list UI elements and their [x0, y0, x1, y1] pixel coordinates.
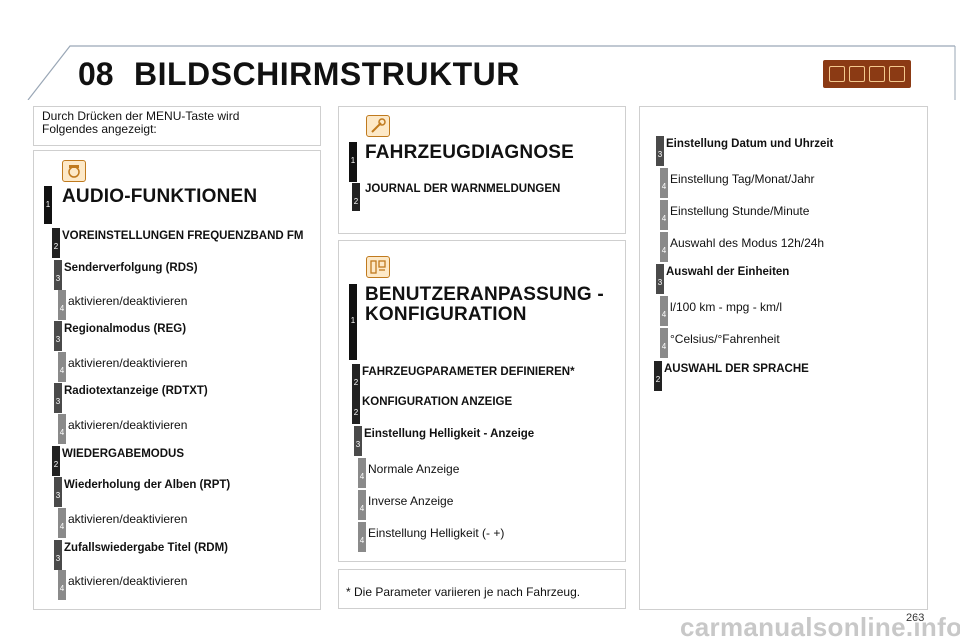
settings-panel — [639, 106, 928, 610]
option-item: °Celsius/°Fahrenheit — [670, 332, 780, 346]
footnote-box — [338, 569, 626, 609]
audio-heading: AUDIO-FUNKTIONEN — [62, 186, 258, 207]
option-item: aktivieren/deaktivieren — [68, 356, 188, 370]
diagnosis-heading: FAHRZEUGDIAGNOSE — [365, 142, 575, 163]
level-marker: 3 — [54, 260, 62, 290]
level-marker: 4 — [358, 522, 366, 552]
subsection-item: Senderverfolgung (RDS) — [64, 262, 198, 274]
level-marker: 3 — [54, 321, 62, 351]
subsection-item: Einstellung Helligkeit - Anzeige — [364, 428, 535, 440]
level-marker: 4 — [660, 328, 668, 358]
level-marker: 2 — [52, 446, 60, 476]
option-item: Einstellung Stunde/Minute — [670, 204, 810, 218]
wrench-icon — [869, 66, 885, 82]
level-marker: 3 — [54, 383, 62, 413]
level-marker: 2 — [654, 361, 662, 391]
config-icon — [889, 66, 905, 82]
option-item: Inverse Anzeige — [368, 494, 454, 508]
config-heading-line2: KONFIGURATION — [365, 304, 527, 325]
level-marker: 2 — [352, 364, 360, 394]
page-title: BILDSCHIRMSTRUKTUR — [134, 56, 520, 92]
config-heading-line1: BENUTZERANPASSUNG - — [365, 284, 604, 305]
level-marker: 4 — [58, 352, 66, 382]
config-icon — [366, 256, 390, 278]
warning-log-item: JOURNAL DER WARNMELDUNGEN — [365, 183, 561, 195]
section-item: KONFIGURATION ANZEIGE — [362, 396, 513, 408]
subsection-item: Zufallswiedergabe Titel (RDM) — [64, 542, 229, 554]
level-marker: 4 — [660, 168, 668, 198]
level-marker: 3 — [54, 540, 62, 570]
section-item: WIEDERGABEMODUS — [62, 448, 185, 460]
level-marker: 1 — [44, 186, 52, 224]
option-item: aktivieren/deaktivieren — [68, 294, 188, 308]
section-item: FAHRZEUGPARAMETER DEFINIEREN* — [362, 366, 575, 378]
option-item: Normale Anzeige — [368, 462, 460, 476]
page-number: 263 — [906, 612, 925, 624]
header-bar — [27, 45, 956, 100]
section-item: VOREINSTELLUNGEN FREQUENZBAND FM — [62, 230, 304, 242]
option-item: Einstellung Helligkeit (- +) — [368, 526, 505, 540]
option-item: aktivieren/deaktivieren — [68, 512, 188, 526]
level-marker: 2 — [52, 228, 60, 258]
phone-icon — [849, 66, 865, 82]
level-marker: 1 — [349, 284, 357, 360]
footnote-text: * Die Parameter variieren je nach Fahrze… — [346, 585, 581, 599]
option-item: Auswahl des Modus 12h/24h — [670, 236, 825, 250]
level-marker: 1 — [349, 142, 357, 182]
audio-functions-panel — [33, 150, 321, 610]
level-marker: 4 — [358, 490, 366, 520]
configuration-panel — [338, 240, 626, 562]
level-marker: 4 — [660, 200, 668, 230]
level-marker: 3 — [656, 264, 664, 294]
audio-icon — [829, 66, 845, 82]
option-item: aktivieren/deaktivieren — [68, 418, 188, 432]
level-marker: 4 — [660, 232, 668, 262]
subsection-item: Radiotextanzeige (RDTXT) — [64, 385, 208, 397]
level-marker: 4 — [58, 290, 66, 320]
chapter-number: 08 — [78, 56, 114, 92]
level-marker: 4 — [358, 458, 366, 488]
wrench-icon — [366, 115, 390, 137]
subsection-item: Einstellung Datum und Uhrzeit — [666, 138, 834, 150]
option-item: l/100 km - mpg - km/l — [670, 300, 783, 314]
level-marker: 4 — [660, 296, 668, 326]
intro-box — [33, 106, 321, 146]
subsection-item: Wiederholung der Alben (RPT) — [64, 479, 231, 491]
level-marker: 3 — [54, 477, 62, 507]
level-marker: 4 — [58, 508, 66, 538]
section-item: AUSWAHL DER SPRACHE — [664, 363, 809, 375]
watermark: carmanualsonline.info — [680, 612, 960, 642]
intro-text: Durch Drücken der MENU-Taste wird Folgen… — [42, 109, 240, 136]
option-item: aktivieren/deaktivieren — [68, 574, 188, 588]
level-marker: 4 — [58, 570, 66, 600]
level-marker: 2 — [352, 183, 360, 211]
level-marker: 3 — [656, 136, 664, 166]
header-icon-strip — [823, 60, 911, 88]
subsection-item: Auswahl der Einheiten — [666, 266, 790, 278]
audio-icon — [62, 160, 86, 182]
option-item: Einstellung Tag/Monat/Jahr — [670, 172, 815, 186]
level-marker: 2 — [352, 394, 360, 424]
level-marker: 4 — [58, 414, 66, 444]
subsection-item: Regionalmodus (REG) — [64, 323, 187, 335]
level-marker: 3 — [354, 426, 362, 456]
